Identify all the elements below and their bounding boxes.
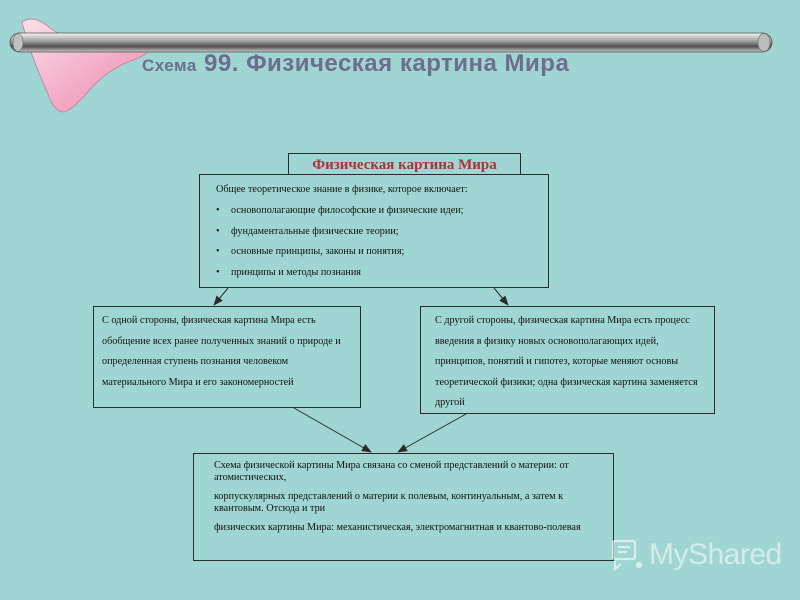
left-aspect-box: С одной стороны, физическая картина Мира…: [93, 306, 361, 408]
conclusion-line: корпускулярных представлений о материи к…: [214, 491, 564, 514]
silver-bar: [9, 32, 773, 53]
definition-intro: Общее теоретическое знание в физике, кот…: [216, 184, 468, 195]
definition-list: основополагающие философские и физически…: [216, 205, 536, 278]
definition-item: принципы и методы познания: [216, 267, 536, 278]
slide-title-prefix: Схема: [142, 56, 197, 75]
diagram-head-box: Физическая картина Мира: [288, 153, 521, 177]
definition-box: Общее теоретическое знание в физике, кот…: [199, 174, 549, 288]
watermark-text: MyShared: [649, 538, 782, 571]
definition-item: основные принципы, законы и понятия;: [216, 246, 536, 257]
conclusion-line: физических картины Мира: механистическая…: [214, 522, 581, 533]
conclusion-line: Схема физической картины Мира связана со…: [214, 460, 569, 483]
watermark-logo-icon: [611, 539, 643, 572]
conclusion-box: Схема физической картины Мира связана со…: [193, 453, 614, 561]
slide-title-main: 99. Физическая картина Мира: [204, 50, 570, 77]
definition-item: фундаментальные физические теории;: [216, 226, 536, 237]
slide-title: Схема 99. Физическая картина Мира: [142, 50, 569, 78]
right-aspect-box: С другой стороны, физическая картина Мир…: [420, 306, 715, 414]
definition-item: основополагающие философские и физически…: [216, 205, 536, 216]
